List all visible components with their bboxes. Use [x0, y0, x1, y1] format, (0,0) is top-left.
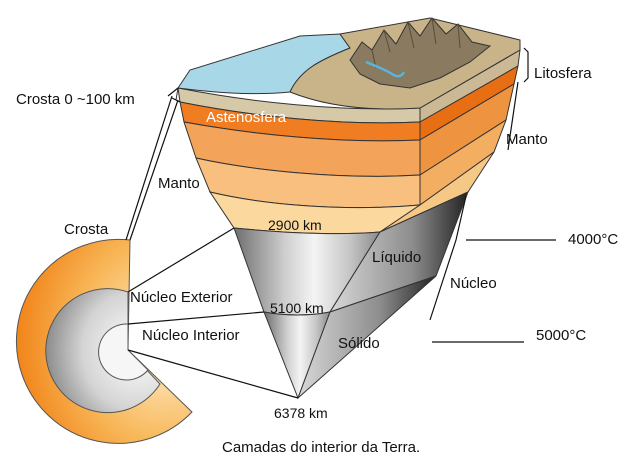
label-crust-depth: Crosta 0 ~100 km — [16, 91, 135, 108]
label-temp-4000: 4000°C — [568, 231, 618, 248]
label-depth-2900: 2900 km — [268, 217, 322, 233]
label-depth-5100: 5100 km — [270, 300, 324, 316]
label-solid: Sólido — [338, 335, 380, 352]
label-temp-5000: 5000°C — [536, 327, 586, 344]
label-liquid: Líquido — [372, 249, 421, 266]
label-crust: Crosta — [64, 221, 109, 238]
mountain-highlights — [371, 17, 461, 69]
caption: Camadas do interior da Terra. — [222, 439, 420, 456]
label-asthenosphere: Astenosfera — [206, 109, 287, 126]
label-lithosphere: Litosfera — [534, 65, 592, 82]
side-inner-core — [297, 275, 437, 399]
slice-inner-core — [98, 323, 149, 381]
river — [365, 60, 406, 78]
label-mantle-right: Manto — [506, 131, 548, 148]
wedge-top-edge — [175, 87, 179, 101]
label-mantle-left: Manto — [158, 175, 200, 192]
label-core: Núcleo — [450, 275, 497, 292]
label-outer-core: Núcleo Exterior — [130, 289, 233, 306]
connector-lines — [125, 47, 556, 399]
earth-slice — [15, 238, 193, 444]
earth-wedge — [175, 17, 521, 400]
labels: Crosta 0 ~100 km Litosfera Astenosfera M… — [16, 65, 618, 456]
label-inner-core: Núcleo Interior — [142, 327, 240, 344]
label-depth-6378: 6378 km — [274, 405, 328, 421]
